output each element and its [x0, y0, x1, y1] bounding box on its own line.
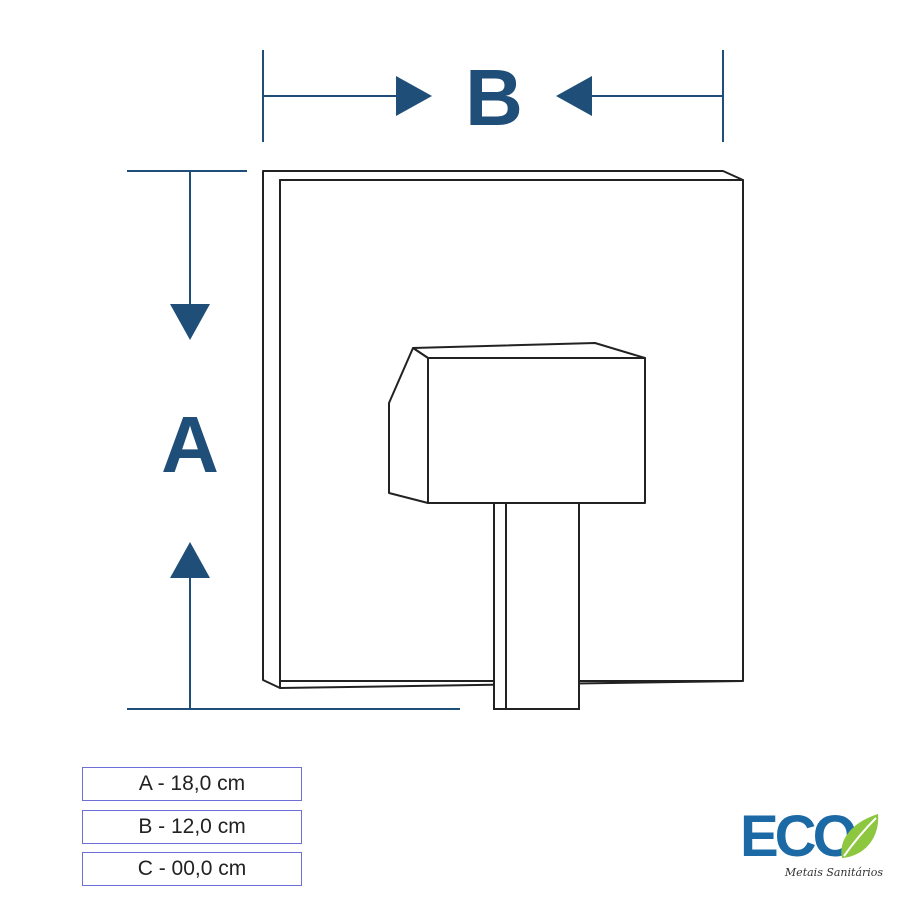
handle-block	[388, 342, 646, 504]
handle-stem-front	[505, 502, 580, 710]
dimension-a	[127, 170, 460, 710]
spec-c: C - 00,0 cm	[82, 852, 302, 886]
eco-logo: ECO Metais Sanitários	[740, 804, 883, 879]
dimension-a-label: A	[161, 400, 219, 489]
handle-block-front	[427, 357, 646, 504]
dimension-b-label: B	[465, 53, 523, 142]
leaf-vein-icon	[843, 817, 877, 857]
handle-block-left	[388, 347, 429, 504]
dimension-b-left-arrow	[556, 76, 592, 116]
dimension-a-up-arrow	[170, 542, 210, 578]
handle-stem-side	[493, 502, 507, 710]
dimension-b-right-arrow	[396, 76, 432, 116]
spec-b: B - 12,0 cm	[82, 810, 302, 844]
dimension-a-down-arrow	[170, 304, 210, 340]
spec-a: A - 18,0 cm	[82, 767, 302, 801]
logo-tagline: Metais Sanitários	[784, 866, 883, 879]
logo-wordmark: ECO	[740, 804, 856, 869]
dimension-b	[262, 50, 724, 142]
handle-stem	[493, 502, 580, 710]
